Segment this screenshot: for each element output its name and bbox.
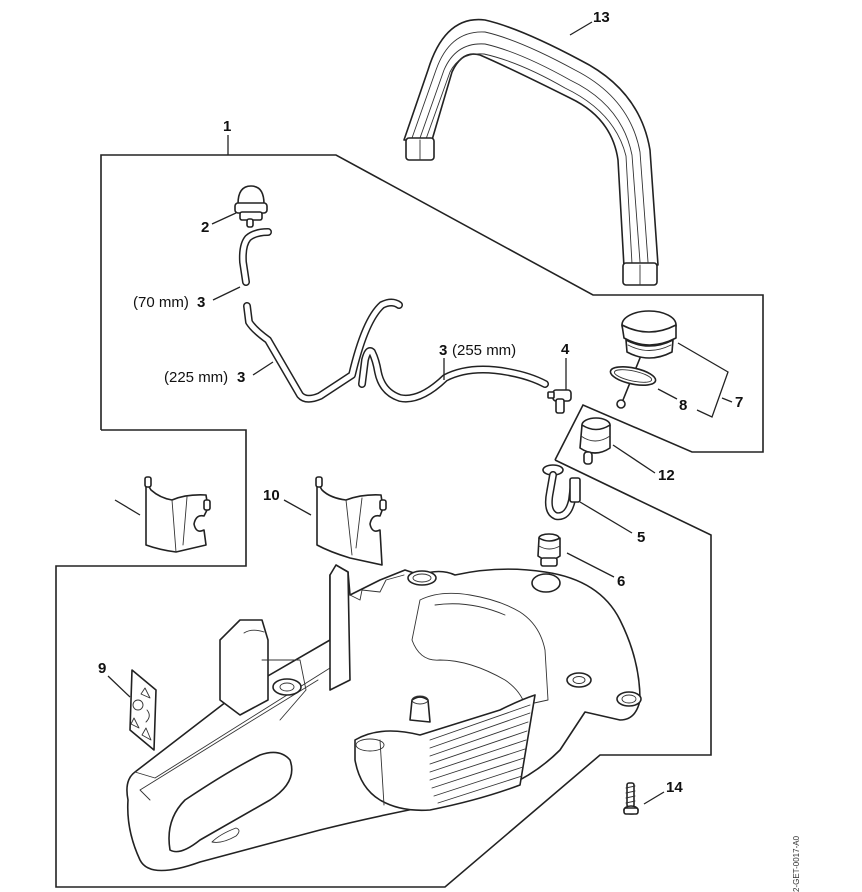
callout-14-leader xyxy=(643,791,665,805)
callout-6-leader xyxy=(566,552,615,578)
callout-2[interactable]: 2 xyxy=(201,219,209,236)
callout-9[interactable]: 9 xyxy=(98,660,106,677)
callout-10-leader xyxy=(283,499,312,516)
o-ring-part[interactable] xyxy=(609,363,657,388)
callout-12[interactable]: 12 xyxy=(658,467,675,484)
callout-9-leader xyxy=(107,675,131,698)
callout-10[interactable]: 10 xyxy=(263,487,280,504)
callout-13-leader xyxy=(569,21,593,36)
fuel-hose-70mm[interactable] xyxy=(238,228,272,286)
callout-5[interactable]: 5 xyxy=(637,529,645,546)
fuel-hose-225mm[interactable] xyxy=(243,298,403,403)
heat-shield-clip-assembly-part[interactable] xyxy=(144,476,211,553)
handle-bar-part[interactable] xyxy=(403,18,659,286)
callout-8[interactable]: 8 xyxy=(679,397,687,414)
callout-7-leader xyxy=(677,342,729,418)
callout-3a[interactable]: 3 xyxy=(197,294,205,311)
callout-3c[interactable]: 3 xyxy=(439,342,447,359)
callout-3b-leader xyxy=(252,361,274,376)
screw-part[interactable] xyxy=(623,782,639,815)
fuel-filter-cap-part[interactable] xyxy=(579,417,611,465)
callout-3c-suffix: (255 mm) xyxy=(452,342,516,359)
callout-3a-leader xyxy=(212,286,241,301)
callout-8-leader xyxy=(657,388,678,400)
callout-1[interactable]: 1 xyxy=(223,118,231,135)
callout-3b-prefix: (225 mm) xyxy=(164,369,228,386)
callout-13[interactable]: 13 xyxy=(593,9,610,26)
callout-4[interactable]: 4 xyxy=(561,341,570,358)
main-housing-part[interactable] xyxy=(126,564,642,872)
assembly-boundary-left-clip xyxy=(55,429,712,888)
callout-3a-prefix: (70 mm) xyxy=(133,294,189,311)
tank-cap-part[interactable] xyxy=(616,310,677,409)
elbow-connector-part[interactable] xyxy=(547,389,572,414)
cooling-grille xyxy=(429,704,531,804)
callout-14[interactable]: 14 xyxy=(666,779,683,796)
callout-6[interactable]: 6 xyxy=(617,573,625,590)
primer-bulb-part[interactable] xyxy=(234,185,268,228)
callout-12-leader xyxy=(612,444,656,474)
callout-7[interactable]: 7 xyxy=(735,394,743,411)
callout-2-leader xyxy=(211,212,237,225)
u-hose-part[interactable] xyxy=(542,464,581,521)
heat-shield-clip-part[interactable] xyxy=(315,476,387,566)
valve-part[interactable] xyxy=(537,533,561,567)
drawing-code: 2-GET-0017-A0 xyxy=(792,835,801,892)
callout-5-leader xyxy=(579,501,633,534)
callout-11-leader xyxy=(114,499,141,516)
assembly-boundary-upper xyxy=(100,154,764,461)
warning-label-part[interactable] xyxy=(129,669,157,751)
callout-3b[interactable]: 3 xyxy=(237,369,245,386)
fuel-hose-255mm[interactable] xyxy=(358,347,549,403)
